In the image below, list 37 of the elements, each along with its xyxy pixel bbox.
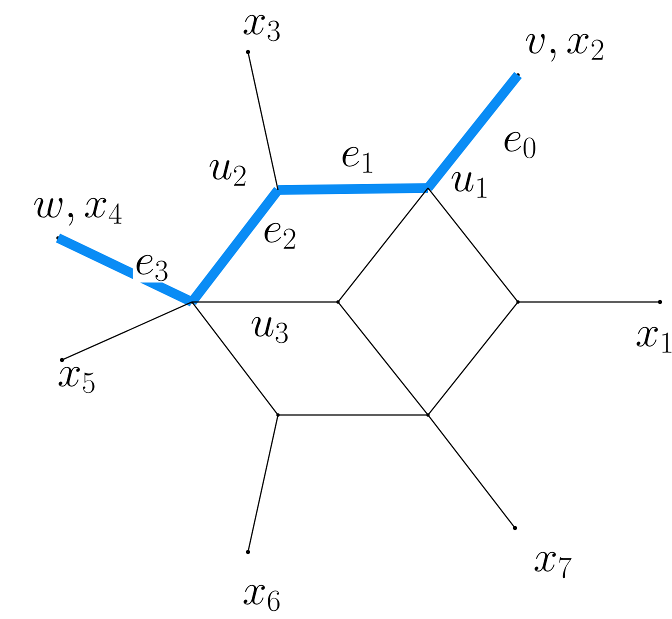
- graph-edge: [428, 302, 518, 416]
- vertex-label: $x_1$: [636, 326, 672, 353]
- vertex-label: $x_3$: [244, 14, 280, 42]
- vertex-label: $x_7$: [534, 552, 572, 578]
- graph-edge: [338, 302, 428, 416]
- graph-edge: [338, 188, 428, 302]
- graph-edge: [192, 301, 338, 303]
- edge-label: $e_3$: [132, 254, 172, 282]
- edge-label: $e_1$: [338, 146, 378, 174]
- vertex-label: $v, x_2$: [526, 34, 604, 62]
- vertex: [190, 300, 194, 304]
- vertex-label: $u_2$: [210, 160, 246, 186]
- graph-edge: [62, 301, 192, 361]
- graph-edge: [518, 301, 660, 303]
- graph-edge: [278, 183, 428, 195]
- vertex-label: $x_6$: [244, 584, 280, 612]
- graph-edge: [428, 414, 516, 528]
- graph-edge: [192, 302, 278, 416]
- vertex: [516, 300, 520, 304]
- graph-edge: [278, 414, 428, 416]
- edge-label: $e_2$: [260, 222, 300, 250]
- vertex-label: $u_3$: [252, 316, 288, 344]
- graph-edge: [428, 188, 518, 302]
- graph-edge: [56, 234, 194, 306]
- vertex-label: $u_1$: [452, 172, 486, 198]
- vertex: [56, 236, 60, 240]
- graph-edge: [247, 52, 279, 190]
- vertex: [276, 413, 280, 417]
- graph-edge: [247, 414, 279, 552]
- graph-edge: [424, 72, 522, 191]
- vertex-label: $w, x_4$: [34, 198, 122, 226]
- vertex: [336, 300, 340, 304]
- graph-edge: [188, 187, 282, 305]
- vertex: [426, 413, 430, 417]
- edge-label: $e_0$: [500, 130, 540, 160]
- vertex-label: $x_5$: [58, 366, 94, 394]
- vertex: [516, 73, 520, 77]
